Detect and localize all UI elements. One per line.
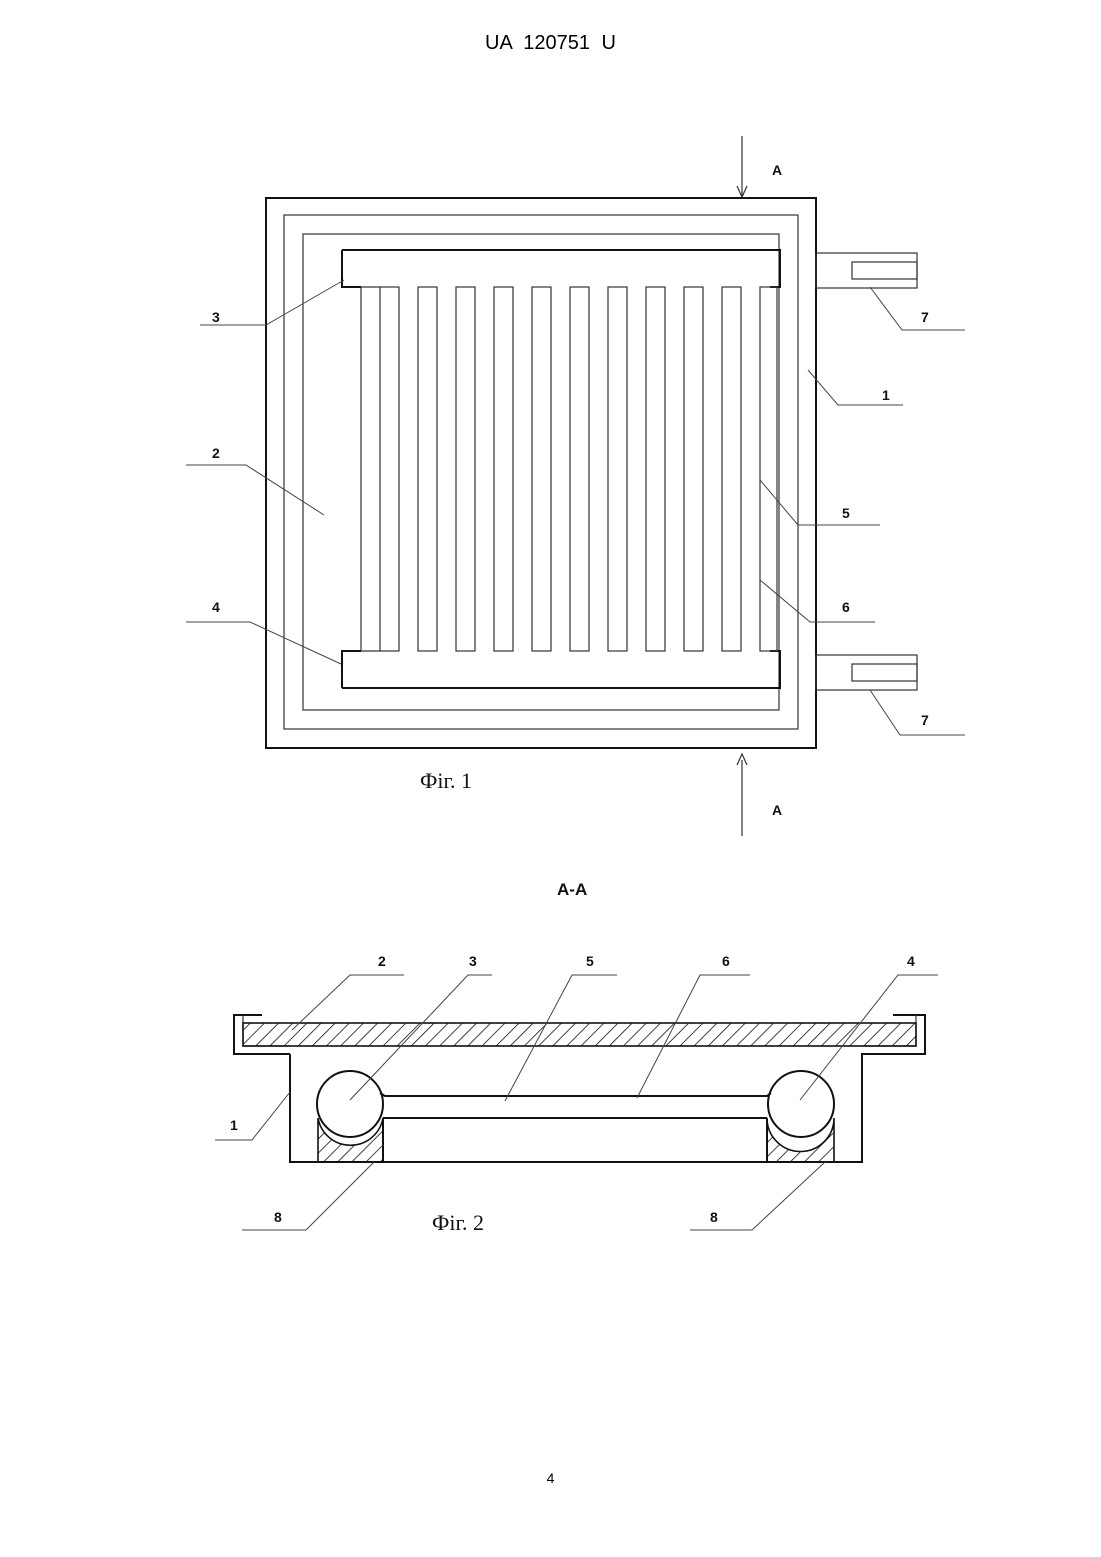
lower-collector	[342, 651, 780, 688]
tube-body	[380, 1093, 771, 1162]
fig1-label-7-top: 7	[921, 309, 929, 325]
fig2-label-3: 3	[469, 953, 477, 969]
fig2-caption: Фіг. 2	[432, 1210, 484, 1235]
section-marker-top: А	[772, 162, 782, 178]
panel-outline	[303, 234, 779, 710]
fig2-label-6: 6	[722, 953, 730, 969]
figure-2: А-А 2 3 5 6 4 1 8 8 Фіг. 2	[215, 880, 938, 1235]
fig1-label-2: 2	[212, 445, 220, 461]
page-number: 4	[0, 1470, 1101, 1486]
fig1-label-6: 6	[842, 599, 850, 615]
figure-1: А А	[186, 136, 965, 836]
fig2-label-2: 2	[378, 953, 386, 969]
collector-3	[317, 1071, 383, 1137]
fig2-label-5: 5	[586, 953, 594, 969]
fig2-label-8-right: 8	[710, 1209, 718, 1225]
fig1-label-1: 1	[882, 387, 890, 403]
fig1-label-4: 4	[212, 599, 220, 615]
fitting-bottom	[816, 655, 917, 690]
fig1-label-5: 5	[842, 505, 850, 521]
fig2-label-1: 1	[230, 1117, 238, 1133]
housing-outer	[266, 198, 816, 748]
fig1-label-7-bottom: 7	[921, 712, 929, 728]
support-right	[767, 1118, 834, 1162]
fig1-caption: Фіг. 1	[420, 768, 472, 793]
tube-array	[380, 287, 777, 651]
fig2-label-8-left: 8	[274, 1209, 282, 1225]
section-arrow-top	[737, 136, 747, 197]
section-arrow-bottom	[737, 754, 747, 836]
fig2-label-4: 4	[907, 953, 915, 969]
absorber-panel	[243, 1023, 916, 1046]
support-left	[318, 1118, 383, 1162]
upper-collector	[342, 250, 780, 287]
section-title: А-А	[557, 880, 587, 899]
section-marker-bottom: А	[772, 802, 782, 818]
fitting-top	[816, 253, 917, 288]
collector-4	[768, 1071, 834, 1137]
fig1-label-3: 3	[212, 309, 220, 325]
